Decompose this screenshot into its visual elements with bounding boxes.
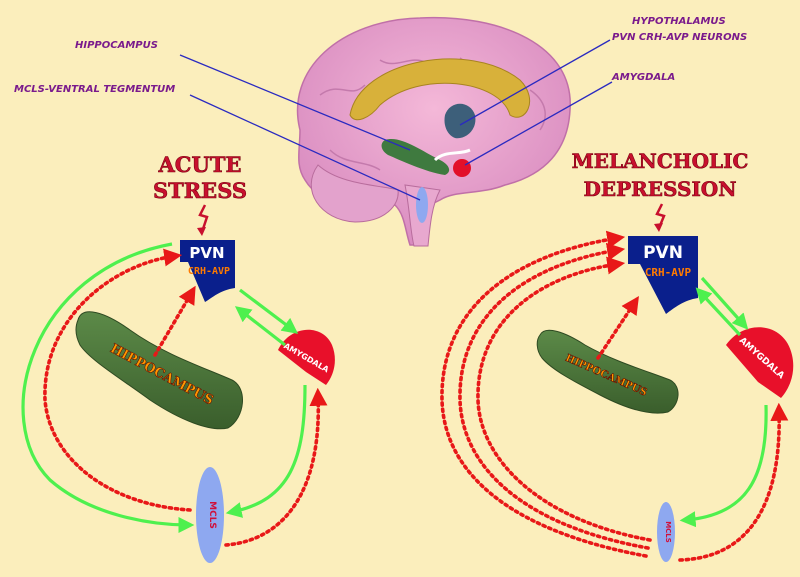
left-pvn-shape — [180, 240, 235, 302]
fornix-white — [433, 148, 471, 162]
left-arrow-amygdala-to-pvn — [234, 306, 286, 347]
right-amygdala-shape — [726, 327, 794, 398]
left-panel: ACUTE STRESS PVN CRH-AVP HIPPOCAMPUS AMY… — [21, 152, 335, 563]
right-arrow-hippocampus-to-pvn — [596, 295, 639, 360]
right-arrow-amygdala-to-mcls — [679, 404, 768, 528]
label-mcls: MCLS-VENTRAL TEGMENTUM — [14, 84, 175, 95]
left-amygdala-shape — [278, 329, 335, 385]
left-pvn-label: PVN — [189, 244, 224, 262]
right-arrow-mcls-to-pvn-2 — [458, 242, 650, 550]
cerebellum — [310, 164, 399, 223]
right-title-line2: DEPRESSION — [584, 177, 737, 201]
right-arrow-mcls-to-amygdala-inhibit — [678, 402, 789, 562]
label-hypothalamus-1: HYPOTHALAMUS — [632, 16, 726, 27]
leader-mcls — [189, 94, 421, 201]
right-arrow-pvn-to-amygdala — [700, 276, 749, 330]
right-pvn-shape — [628, 236, 698, 314]
left-arrow-pvn-to-mcls-outer — [21, 242, 195, 533]
left-hippocampus-shape — [75, 311, 244, 430]
corpus-callosum — [349, 58, 531, 121]
left-arrow-mcls-to-amygdala-inhibit — [224, 387, 328, 547]
left-title-line2: STRESS — [153, 178, 247, 203]
left-lightning-head-icon — [197, 227, 206, 236]
mcls-region — [416, 187, 428, 223]
right-lightning-icon — [655, 203, 666, 229]
right-mcls-shape — [657, 502, 675, 562]
label-hypothalamus-2: PVN CRH-AVP NEURONS — [612, 32, 747, 43]
hypothalamus-region — [444, 103, 476, 139]
right-title-line1: MELANCHOLIC — [572, 149, 749, 173]
leader-hypothalamus — [459, 39, 611, 126]
leader-amygdala — [464, 81, 613, 166]
left-arrow-hippocampus-to-pvn — [153, 285, 196, 357]
right-panel: MELANCHOLIC DEPRESSION PVN CRH-AVP HIPPO… — [440, 149, 794, 562]
right-arrow-mcls-to-pvn-1 — [476, 256, 652, 542]
brain-illustration — [296, 16, 571, 247]
amygdala-region — [453, 159, 471, 177]
right-arrow-mcls-to-pvn-3 — [440, 230, 648, 558]
left-arrow-mcls-to-pvn-inhibit — [43, 248, 192, 512]
left-mcls-label: MCLS — [207, 501, 217, 529]
right-hippocampus-shape — [536, 329, 679, 414]
leader-hippocampus — [179, 54, 411, 151]
left-arrow-amygdala-to-mcls — [225, 384, 307, 518]
right-arrow-amygdala-to-pvn — [695, 287, 742, 337]
left-title-line1: ACUTE — [158, 152, 242, 177]
right-mcls-label: MCLS — [664, 521, 672, 543]
right-lightning-head-icon — [654, 223, 663, 232]
right-pvn-label: PVN — [643, 243, 683, 263]
left-arrow-pvn-to-amygdala — [239, 288, 299, 334]
right-pvn-sub: CRH-AVP — [645, 266, 692, 279]
label-hippocampus: HIPPOCAMPUS — [75, 40, 158, 51]
left-lightning-icon — [198, 204, 209, 233]
left-mcls-shape — [196, 467, 224, 563]
left-pvn-sub: CRH-AVP — [188, 266, 230, 277]
hippocampus-region — [381, 139, 450, 175]
label-amygdala: AMYGDALA — [611, 72, 675, 83]
